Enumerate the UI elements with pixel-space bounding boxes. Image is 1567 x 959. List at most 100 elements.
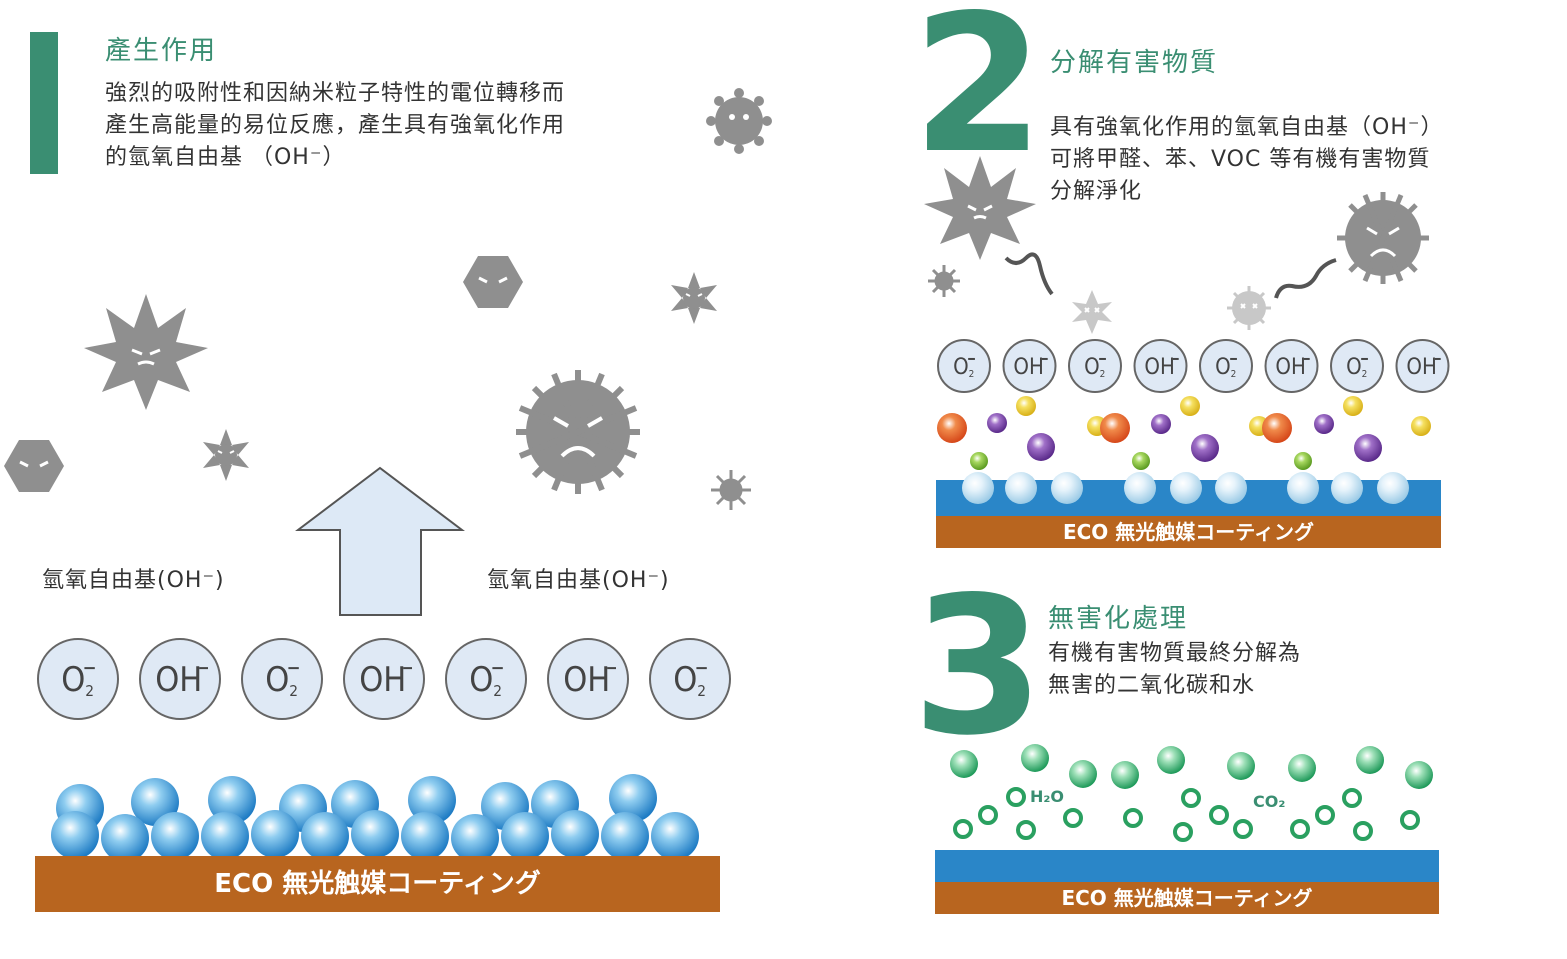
coating-sphere <box>208 776 256 824</box>
molecule-particle <box>1021 744 1049 772</box>
pollutant-particle <box>1100 413 1130 443</box>
ion-subscript: 2 <box>697 682 706 700</box>
step1-coating-label: ECO 無光触媒コーティング <box>214 869 541 899</box>
dead-germ-icon <box>1227 286 1271 330</box>
ion-subscript: 2 <box>1231 369 1237 380</box>
step1-sphere-layer <box>51 774 699 862</box>
pollutant-particle <box>970 452 988 470</box>
molecule-particle <box>1400 810 1420 830</box>
ion-label: OH <box>1406 355 1436 380</box>
coating-sphere <box>1005 472 1037 504</box>
pollutant-particle <box>1132 452 1150 470</box>
molecule-particle <box>1315 805 1335 825</box>
ion-label: O <box>1084 355 1100 380</box>
coating-sphere <box>501 812 549 860</box>
step1-body-line: 產生高能量的易位反應，產生具有強氧化作用 <box>105 113 566 138</box>
step3-body: 有機有害物質最終分解為 無害的二氧化碳和水 <box>1048 638 1301 702</box>
ion-label: OH <box>1013 355 1043 380</box>
small-virus-icon <box>706 88 772 154</box>
step3-title: 無害化處理 <box>1048 604 1189 634</box>
ion-label: OH <box>359 660 406 700</box>
molecule-particle <box>1356 746 1384 774</box>
ion-label: OH <box>1275 355 1305 380</box>
coating-sphere <box>651 812 699 860</box>
coating-sphere <box>408 776 456 824</box>
star-germ-icon <box>924 156 1036 260</box>
molecule-particle <box>1069 760 1097 788</box>
step1-body: 強烈的吸附性和因納米粒子特性的電位轉移而 產生高能量的易位反應，產生具有強氧化作… <box>105 78 565 174</box>
pollutant-particle <box>1016 396 1036 416</box>
step1-body-line: 強烈的吸附性和因納米粒子特性的電位轉移而 <box>105 81 566 106</box>
coating-sphere <box>451 814 499 862</box>
ion-label: O <box>1215 355 1231 380</box>
ion-label: OH <box>1144 355 1174 380</box>
up-arrow-icon <box>295 466 465 616</box>
coating-sphere <box>1215 472 1247 504</box>
coating-sphere <box>962 472 994 504</box>
pollutant-particle <box>1027 433 1055 461</box>
molecule-particle <box>1111 761 1139 789</box>
coating-sphere <box>351 810 399 858</box>
molecule-particle <box>1227 752 1255 780</box>
dead-germ-icon <box>1072 290 1112 334</box>
step1-body-line: 的氫氧自由基 （OH⁻） <box>105 145 346 170</box>
coating-sphere <box>1331 472 1363 504</box>
fuzzy-germ-icon <box>516 370 640 494</box>
step2-germs <box>924 156 1429 334</box>
ion-bubble: OH <box>1002 339 1057 393</box>
step2-coating-bar: ECO 無光触媒コーティング <box>936 516 1441 548</box>
step1-title: 產生作用 <box>105 36 218 66</box>
pollutant-particle <box>1314 414 1334 434</box>
pollutant-particle <box>937 413 967 443</box>
molecule-particle <box>1063 808 1083 828</box>
coating-sphere <box>51 811 99 859</box>
coating-sphere <box>101 814 149 862</box>
molecule-particle <box>1016 820 1036 840</box>
step1-bar-number <box>30 32 58 174</box>
pollutant-particle <box>987 413 1007 433</box>
molecule-particle <box>1123 808 1143 828</box>
step2-body-line: 可將甲醛、苯、VOC 等有機有害物質 <box>1050 147 1431 172</box>
molecule-particle <box>1342 788 1362 808</box>
step2-body: 具有強氧化作用的氫氧自由基（OH⁻） 可將甲醛、苯、VOC 等有機有害物質 分解… <box>1050 112 1443 208</box>
step3-blue-layer <box>935 850 1439 882</box>
molecule-particle <box>1353 821 1373 841</box>
ion-bubble: OH <box>343 638 425 720</box>
molecule-particle <box>1233 819 1253 839</box>
coating-sphere <box>201 812 249 860</box>
ion-bubble: OH <box>139 638 221 720</box>
ion-label: O <box>469 660 493 700</box>
step2-title: 分解有害物質 <box>1050 48 1219 78</box>
ion-label: O <box>673 660 697 700</box>
molecule-particle <box>1288 754 1316 782</box>
ion-bubble: OH <box>1264 339 1319 393</box>
coating-sphere <box>609 774 657 822</box>
pollutant-particle <box>1262 413 1292 443</box>
molecule-particle <box>1209 805 1229 825</box>
coating-sphere <box>301 812 349 860</box>
molecule-particle <box>1173 822 1193 842</box>
molecule-particle <box>950 750 978 778</box>
ion-subscript: 2 <box>1362 369 1368 380</box>
coating-sphere <box>1170 472 1202 504</box>
tiny-virus-icon <box>711 470 751 510</box>
germ-tail-icon <box>1274 258 1337 299</box>
step3-number: 3 <box>912 556 1045 777</box>
step1-label-left: 氫氧自由基(OH⁻) <box>42 568 225 593</box>
star-germ-icon <box>84 294 208 410</box>
coating-sphere <box>151 812 199 860</box>
step2-body-line: 具有強氧化作用的氫氧自由基（OH⁻） <box>1050 115 1444 140</box>
step3-body-line: 有機有害物質最終分解為 <box>1048 641 1302 666</box>
step3-co2-label: CO₂ <box>1253 792 1286 811</box>
step3-coating-bar: ECO 無光触媒コーティング <box>935 882 1439 914</box>
ion-label: O <box>1346 355 1362 380</box>
